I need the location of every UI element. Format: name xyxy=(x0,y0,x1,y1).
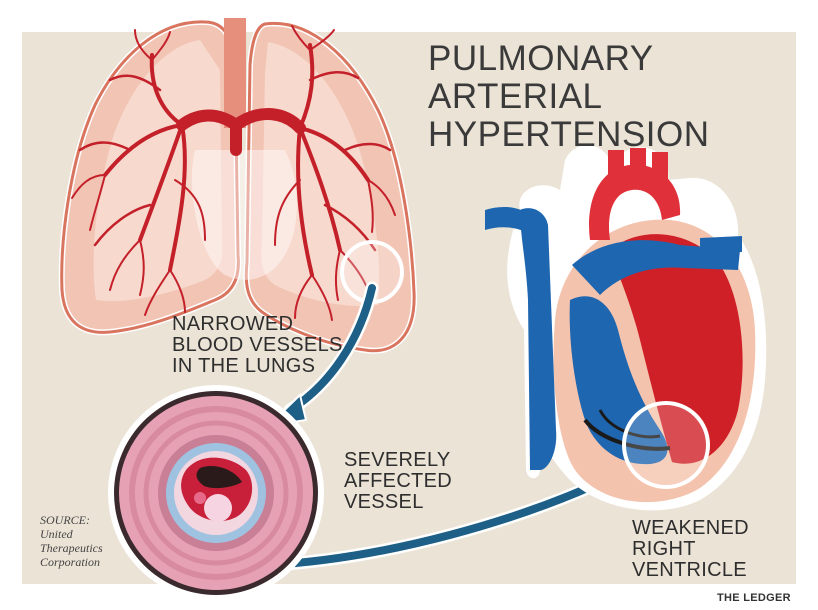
label-lungs-line-3: IN THE LUNGS xyxy=(172,356,343,377)
label-ventricle-line-3: VENTRICLE xyxy=(632,560,749,581)
credit-label: THE LEDGER xyxy=(717,592,791,604)
lungs-illustration xyxy=(62,18,414,351)
source-line-1: SOURCE: xyxy=(40,513,103,527)
label-narrowed-vessels: NARROWED BLOOD VESSELS IN THE LUNGS xyxy=(172,314,343,377)
source-line-4: Corporation xyxy=(40,555,103,569)
label-vessel-line-2: AFFECTED xyxy=(344,471,452,492)
title-line-3: HYPERTENSION xyxy=(428,116,710,154)
ventricle-highlight-circle xyxy=(624,403,708,487)
label-ventricle-line-2: RIGHT xyxy=(632,539,749,560)
label-lungs-line-1: NARROWED xyxy=(172,314,343,335)
label-weakened-ventricle: WEAKENED RIGHT VENTRICLE xyxy=(632,518,749,581)
label-ventricle-line-1: WEAKENED xyxy=(632,518,749,539)
heart-illustration xyxy=(485,145,766,510)
label-vessel-line-1: SEVERELY xyxy=(344,450,452,471)
label-vessel-line-3: VESSEL xyxy=(344,492,452,513)
title-line-2: ARTERIAL xyxy=(428,78,710,116)
title-line-1: PULMONARY xyxy=(428,40,710,78)
vessel-cross-section xyxy=(108,385,324,601)
source-line-3: Therapeutics xyxy=(40,541,103,555)
label-affected-vessel: SEVERELY AFFECTED VESSEL xyxy=(344,450,452,513)
label-lungs-line-2: BLOOD VESSELS xyxy=(172,335,343,356)
source-line-2: United xyxy=(40,527,103,541)
page-title: PULMONARY ARTERIAL HYPERTENSION xyxy=(428,40,710,154)
source-note: SOURCE: United Therapeutics Corporation xyxy=(40,513,103,569)
